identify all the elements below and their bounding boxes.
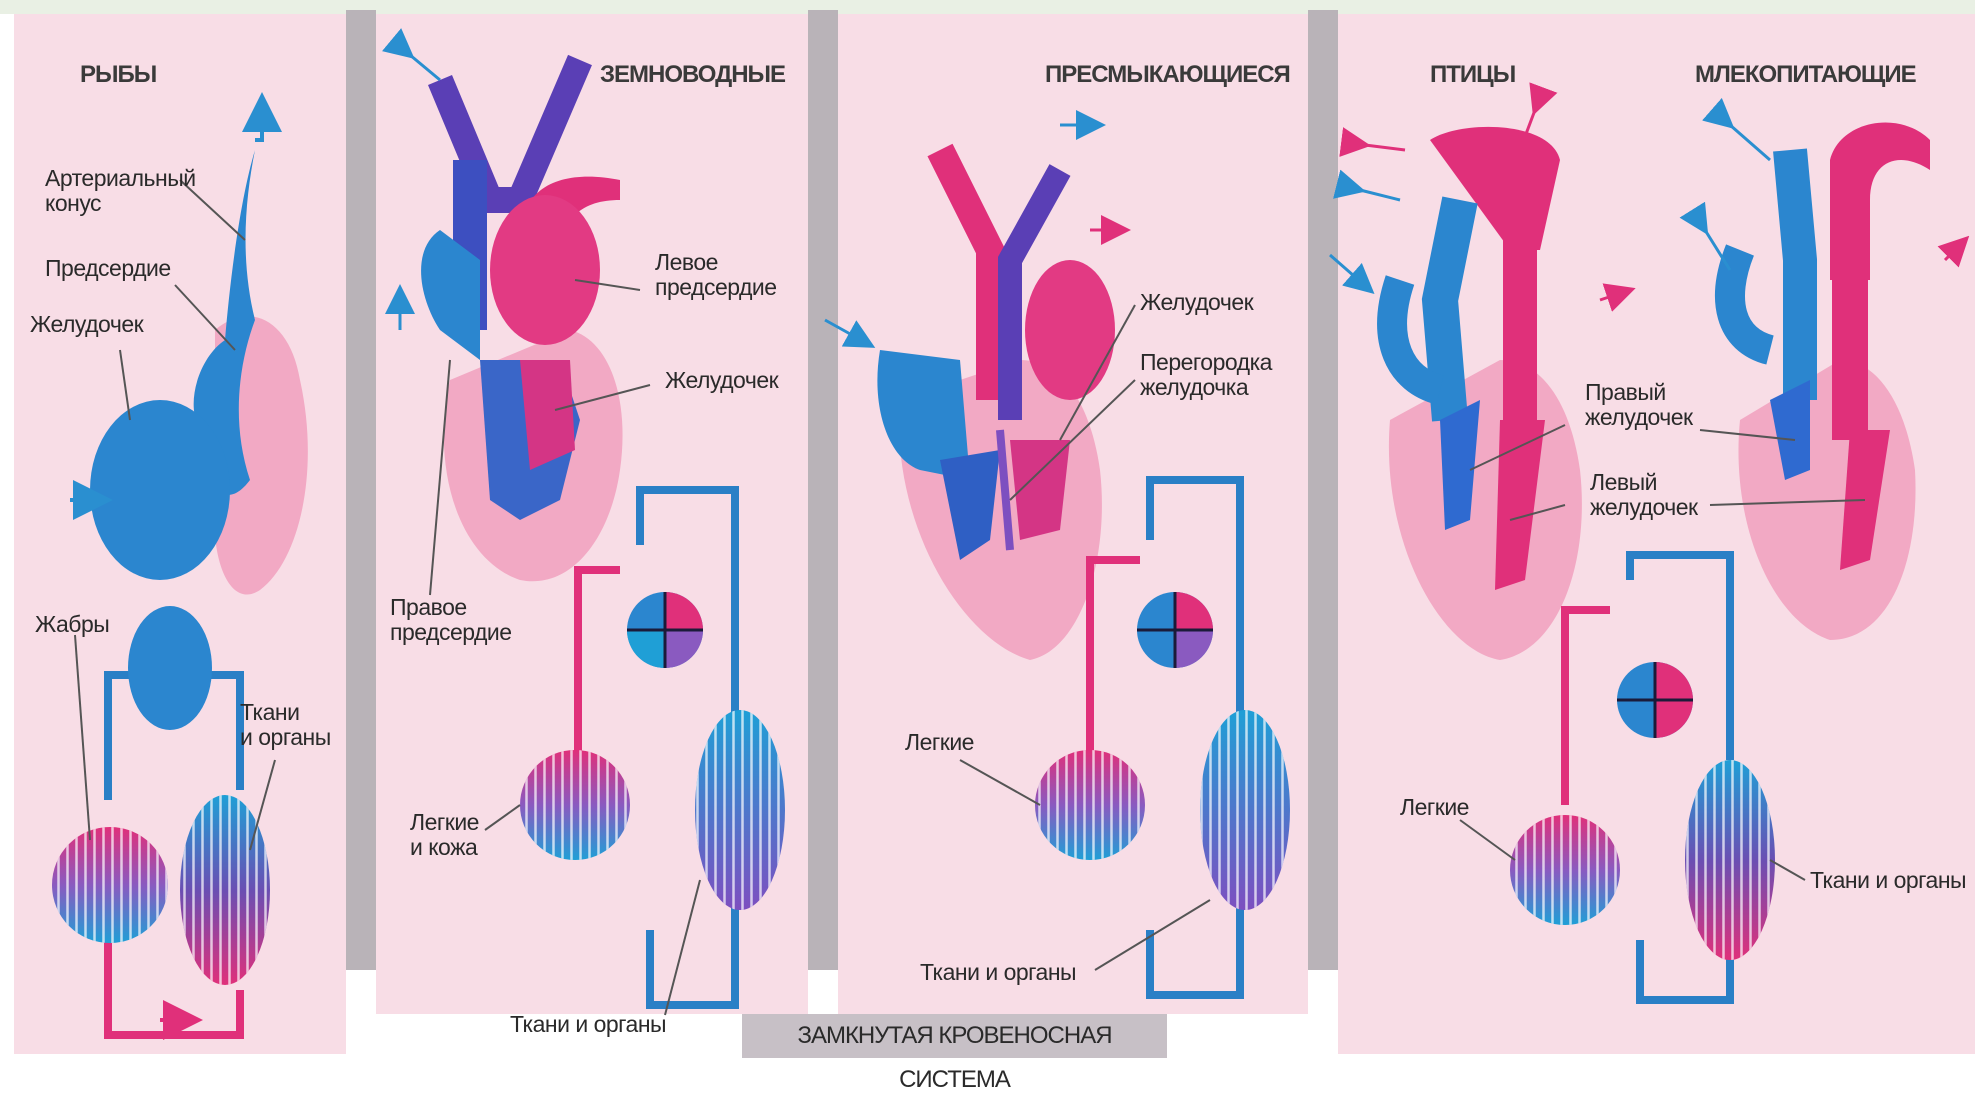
label-fish-ventricle: Желудочек (30, 312, 143, 337)
label-fish-gills: Жабры (35, 612, 109, 637)
label-amph-right-atrium: Правое предсердие (390, 595, 512, 645)
label-rept-lungs: Легкие (905, 730, 974, 755)
diagram-stage: { "groups": { "fish": "РЫБЫ", "amphibian… (0, 0, 1975, 1061)
amphibian-heart (400, 55, 623, 581)
label-mammal-tissues: Ткани и органы (1810, 868, 1966, 893)
label-amph-lungs-skin: Легкие и кожа (410, 810, 479, 860)
label-bird-left-ventricle: Левый желудочек (1590, 470, 1698, 520)
circulation-diagram (0, 0, 1975, 1061)
label-amph-ventricle: Желудочек (665, 368, 778, 393)
title-birds: ПТИЦЫ (1430, 62, 1515, 87)
label-rept-tissues: Ткани и органы (920, 960, 1076, 985)
reptile-heart (825, 125, 1125, 660)
fish-circuit (52, 606, 270, 1035)
title-reptiles: ПРЕСМЫКАЮЩИЕСЯ (1045, 62, 1290, 87)
label-rept-septum: Перегородка желудочка (1140, 350, 1272, 400)
title-mammals: МЛЕКОПИТАЮЩИЕ (1695, 62, 1916, 87)
label-bird-lungs: Легкие (1400, 795, 1469, 820)
label-bird-right-ventricle: Правый желудочек (1585, 380, 1693, 430)
label-amph-tissues: Ткани и органы (510, 1012, 666, 1037)
label-rept-ventricle: Желудочек (1140, 290, 1253, 315)
label-fish-atrium: Предсердие (45, 256, 171, 281)
caption-closed-circulatory-system: ЗАМКНУТАЯ КРОВЕНОСНАЯ СИСТЕМА (742, 1014, 1167, 1058)
label-fish-tissues: Ткани и органы (240, 700, 331, 750)
label-fish-arterial-cone: Артериальный конус (45, 166, 196, 216)
label-amph-left-atrium: Левое предсердие (655, 250, 777, 300)
title-fish: РЫБЫ (80, 62, 156, 87)
mammal-heart (1705, 123, 1965, 640)
title-amphibians: ЗЕМНОВОДНЫЕ (600, 62, 785, 87)
